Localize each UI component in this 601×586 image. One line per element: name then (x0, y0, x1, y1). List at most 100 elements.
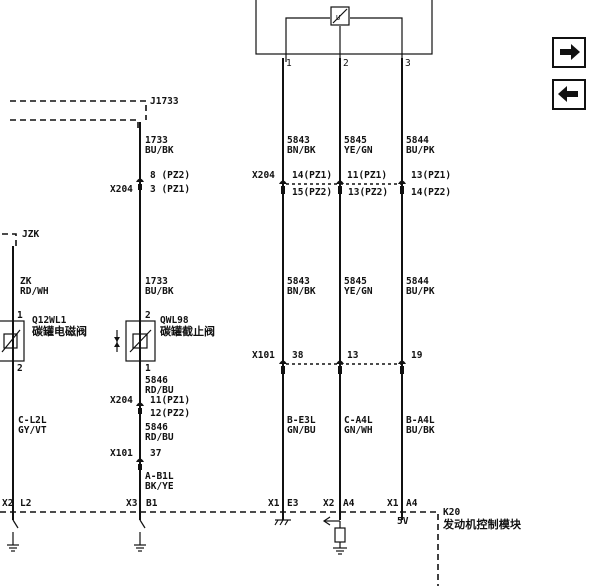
wire-5843-code: 5843 (287, 135, 310, 146)
wire-1733-code: 1733 (145, 135, 168, 146)
jzk-ref-line (2, 233, 17, 246)
evap-vent-pin-bottom: 1 (145, 363, 151, 374)
x204-right-pin-5: 13(PZ2) (348, 187, 388, 198)
ecm-pin-3: A4 (406, 498, 418, 509)
forward-button[interactable] (552, 37, 586, 68)
evap-vent-ref: QWL98 (160, 315, 189, 326)
wire-5846-color: RD/BU (145, 385, 174, 396)
jzk-ref-label: JZK (22, 229, 39, 240)
x204-left-lower-pin: 3 (PZ1) (150, 184, 190, 195)
ecm-conn-1: X1 (268, 498, 280, 509)
x101-right-label: X101 (252, 350, 275, 361)
evap-vent-pin-top: 2 (145, 310, 151, 321)
wire-5845-color: YE/GN (344, 145, 373, 156)
evap-solenoid-name: 碳罐电磁阀 (32, 324, 87, 338)
evap-vent-valve (114, 320, 156, 362)
ecm-pin-mid: B1 (146, 498, 158, 509)
j1733-ref-line-outer (10, 100, 147, 120)
evap-solenoid-valve (0, 320, 25, 362)
x204b-lower-pin: 12(PZ2) (150, 408, 190, 419)
x204b-label: X204 (110, 395, 133, 406)
supply-voltage: 5V (397, 516, 409, 527)
x204-right-pin-2: 11(PZ1) (347, 170, 387, 181)
ecm-conn-3: X1 (387, 498, 399, 509)
right-wires (282, 58, 403, 520)
ecm-pullup-resistor (322, 516, 347, 555)
wire-zk-code: ZK (20, 276, 32, 287)
wire-5846-code: 5846 (145, 375, 168, 386)
ecm-module-boundary (0, 511, 439, 586)
sensor-internal-wiring: U (285, 6, 403, 62)
wire-ca4l-color: GN/WH (344, 425, 373, 436)
x204-right-pin-3: 13(PZ1) (411, 170, 451, 181)
x204b-upper-pin: 11(PZ1) (150, 395, 190, 406)
ecm-pin-left: L2 (20, 498, 31, 509)
evap-solenoid-pin-bottom: 2 (17, 363, 23, 374)
x101-right-pin-1: 38 (292, 350, 304, 361)
x101-left-terminal (136, 458, 144, 470)
wire-5845-code-mid: 5845 (344, 276, 367, 287)
evap-vent-name: 碳罐截止阀 (160, 324, 215, 338)
wire-cl2l-color: GY/VT (18, 425, 47, 436)
j1733-ref-line-inner (10, 119, 139, 130)
x204-right-pin-4: 15(PZ2) (292, 187, 332, 198)
wire-5846-color-2: RD/BU (145, 432, 174, 443)
x204-right-terminals (279, 180, 406, 194)
ecm-module-ref: K20 (443, 507, 460, 518)
x204-right-pin-6: 14(PZ2) (411, 187, 451, 198)
wire-5843-code-mid: 5843 (287, 276, 310, 287)
x101-right-pin-2: 13 (347, 350, 359, 361)
x204-right-label: X204 (252, 170, 275, 181)
x204-right-pin-1: 14(PZ1) (292, 170, 332, 181)
wire-zk-color: RD/WH (20, 286, 49, 297)
wire-be3l-color: GN/BU (287, 425, 316, 436)
x204-left-label: X204 (110, 184, 133, 195)
wire-ab1l-color: BK/YE (145, 481, 174, 492)
wire-5843-color: BN/BK (287, 145, 316, 156)
sensor-pin-1: 1 (286, 58, 292, 69)
evap-solenoid-pin-top: 1 (17, 310, 23, 321)
x204b-terminal (136, 402, 144, 414)
wire-5845-code: 5845 (344, 135, 367, 146)
wire-5845-color-mid: YE/GN (344, 286, 373, 297)
wire-5844-color: BU/PK (406, 145, 435, 156)
ecm-module-name: 发动机控制模块 (442, 517, 522, 531)
ecm-ground-symbol (274, 519, 291, 526)
wire-cl2l-code: C-L2L (18, 415, 47, 426)
wire-ba4l-code: B-A4L (406, 415, 435, 426)
x204-left-upper-pin: 8 (PZ2) (150, 170, 190, 181)
wire-5844-color-mid: BU/PK (406, 286, 435, 297)
wire-ab1l-code: A-B1L (145, 471, 174, 482)
wire-1733-code-2: 1733 (145, 276, 168, 287)
wire-ca4l-code: C-A4L (344, 415, 373, 426)
driver-switch-left (7, 519, 19, 552)
wire-5844-code: 5844 (406, 135, 429, 146)
svg-text:U: U (336, 14, 340, 22)
x101-left-label: X101 (110, 448, 133, 459)
wire-1733-color-2: BU/BK (145, 286, 174, 297)
arrow-left-icon (558, 86, 578, 102)
x101-right-pin-3: 19 (411, 350, 423, 361)
ecm-conn-left: X2 (2, 498, 13, 509)
sensor-pin-2: 2 (343, 58, 349, 69)
wire-1733-color: BU/BK (145, 145, 174, 156)
sensor-component-box (255, 0, 433, 55)
wire-be3l-code: B-E3L (287, 415, 316, 426)
ecm-pin-1: E3 (287, 498, 299, 509)
back-button[interactable] (552, 79, 586, 110)
wire-5846-code-2: 5846 (145, 422, 168, 433)
x101-left-pin: 37 (150, 448, 161, 459)
wire-5844-code-mid: 5844 (406, 276, 429, 287)
ecm-pin-2: A4 (343, 498, 355, 509)
driver-switch-mid (134, 519, 146, 552)
evap-solenoid-ref: Q12WL1 (32, 315, 67, 326)
ecm-conn-2: X2 (323, 498, 334, 509)
wire-5843-color-mid: BN/BK (287, 286, 316, 297)
x101-right-terminals (279, 360, 406, 374)
wire-ba4l-color: BU/BK (406, 425, 435, 436)
sensor-pin-3: 3 (405, 58, 411, 69)
arrow-right-icon (560, 44, 580, 60)
x204-left-terminal (136, 178, 144, 190)
j1733-ref-label: J1733 (150, 96, 179, 107)
